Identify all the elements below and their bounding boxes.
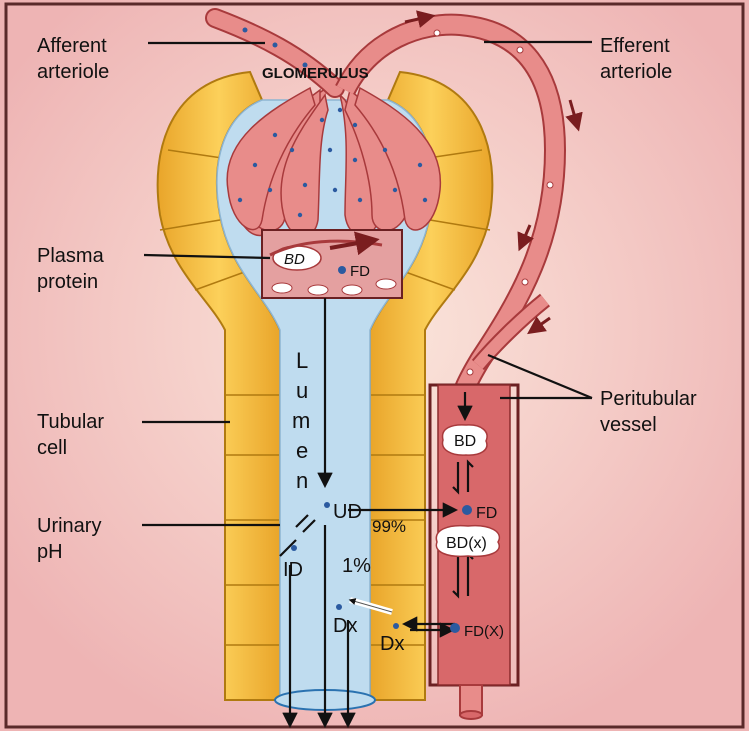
peritubular-label-1: Peritubular: [600, 388, 697, 410]
plasma-label-2: protein: [37, 271, 98, 293]
tubular-label-1: Tubular: [37, 411, 104, 433]
fd-glom-label: FD: [350, 263, 370, 280]
lumen-letter-n: n: [296, 468, 308, 493]
afferent-label-1: Afferent: [37, 35, 107, 57]
glomerulus-label: GLOMERULUS: [262, 65, 369, 82]
lumen-letter-m: m: [292, 408, 310, 433]
lumen-letter-u: u: [296, 378, 308, 403]
id-label: ID: [283, 559, 303, 581]
dx-wall-label: Dx: [380, 633, 404, 655]
ud-label: UD: [333, 501, 362, 523]
dx-lumen-label: Dx: [333, 615, 357, 637]
urinary-label-1: Urinary: [37, 515, 101, 537]
pct-1-label: 1%: [342, 555, 371, 577]
plasma-label-1: Plasma: [37, 245, 105, 267]
fd-vessel-label: FD: [476, 505, 497, 522]
afferent-label-2: arteriole: [37, 61, 109, 83]
fdx-vessel-label: FD(X): [464, 623, 504, 640]
tubular-label-2: cell: [37, 437, 67, 459]
peritubular-label-2: vessel: [600, 414, 657, 436]
lumen-letter-e: e: [296, 438, 308, 463]
pct-99-label: 99%: [372, 517, 406, 536]
efferent-label-2: arteriole: [600, 61, 672, 83]
bd-vessel-label: BD: [454, 433, 476, 450]
lumen-letter-l: L: [296, 348, 308, 373]
bdx-vessel-label: BD(x): [446, 535, 487, 552]
urinary-label-2: pH: [37, 541, 63, 563]
bd-glom-label: BD: [284, 251, 305, 268]
glomerular-filtration-box: [262, 230, 402, 298]
efferent-label-1: Efferent: [600, 35, 670, 57]
